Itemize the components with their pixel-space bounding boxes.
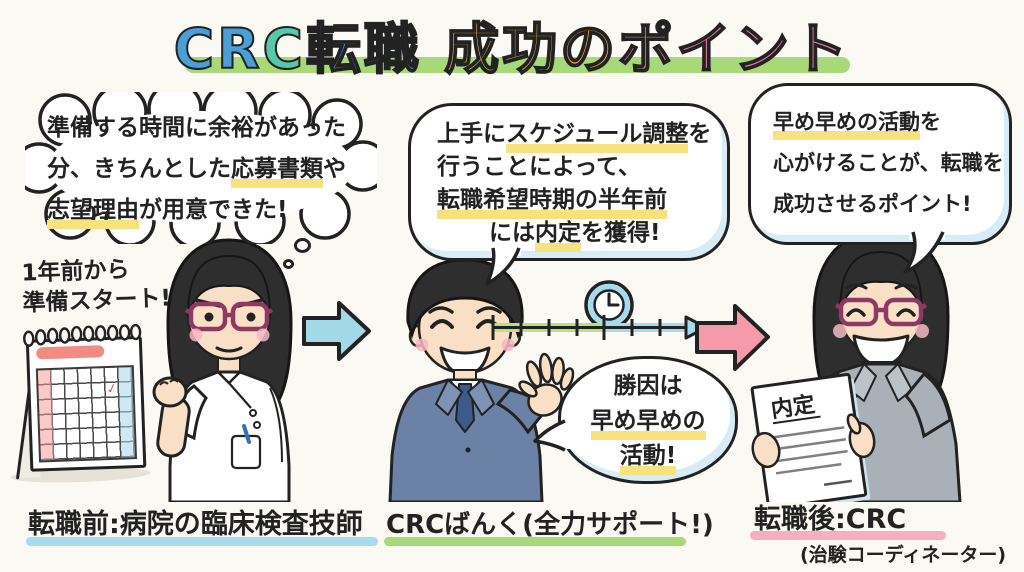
thought-line: 志望理由が用意できた! (47, 190, 377, 231)
calendar-spiral (23, 323, 142, 347)
smile (439, 346, 491, 377)
woman-after-illustration: 内定 (750, 230, 962, 502)
label-underline-crcbank (384, 537, 686, 546)
calendar-note: 1年前から 準備スタート! (21, 256, 172, 317)
speech-tail (903, 230, 945, 274)
speech-bubble-win-reason: 勝因は 早め早めの 活動! (533, 356, 738, 484)
sleeve (903, 371, 952, 439)
glasses (834, 297, 928, 327)
label-underline-after (750, 531, 946, 540)
hair-bangs (187, 254, 271, 317)
thought-bubble-before: 準備する時間に余裕があった 分、きちんとした応募書類や 志望理由が用意できた! (25, 92, 377, 244)
calendar-month-banner (36, 345, 105, 360)
speech-bubble-point: 早め早めの活動を 心がけることが、転職を 成功させるポイント! (748, 83, 1012, 274)
title-marker-underline (185, 57, 850, 73)
calendar-grid: ✓ (35, 365, 138, 463)
offer-document: 内定 (750, 372, 871, 502)
closed-eye (430, 319, 454, 329)
thought-line: 分、きちんとした応募書類や (47, 149, 377, 190)
speech-tail (533, 419, 577, 452)
mouth (215, 346, 243, 353)
label-after: 転職後:CRC (754, 504, 907, 535)
label-before: 転職前:病院の臨床検査技師 (28, 509, 363, 540)
calendar-page: ✓ (25, 335, 147, 472)
blue-arrow-icon (302, 301, 371, 361)
closed-eye (896, 308, 916, 317)
hand (846, 413, 876, 459)
thought-trail-dot (283, 259, 294, 269)
timeline (491, 315, 708, 340)
thought-line: 準備する時間に余裕があった (47, 115, 346, 141)
uniform-pocket (230, 434, 262, 470)
closed-eye (846, 308, 866, 317)
glasses (184, 301, 274, 332)
woman-before-illustration (152, 238, 293, 502)
speech-bubble-schedule: 上手にスケジュール調整を 行うことによって、 転職希望時期の半年前 には内定を獲… (408, 103, 730, 286)
fist (152, 376, 188, 408)
crc-bank-agent-illustration (388, 258, 575, 502)
pink-arrow-icon (695, 304, 770, 371)
calendar-check-mark: ✓ (105, 381, 120, 399)
page-title: CRC転職 成功のポイント (173, 16, 851, 82)
pen (242, 424, 251, 444)
hand (751, 431, 781, 469)
label-after-sub: (治験コーディネーター) (800, 544, 1007, 566)
speech-tail (485, 246, 521, 286)
hair-bangs (839, 250, 923, 313)
smile (852, 334, 910, 368)
open-hand (518, 352, 575, 417)
thought-trail-dot (294, 238, 311, 253)
calendar-illustration: ✓ (10, 320, 151, 485)
label-underline-before (26, 537, 378, 546)
label-crc-bank: CRCばんく(全力サポート!) (386, 510, 714, 540)
